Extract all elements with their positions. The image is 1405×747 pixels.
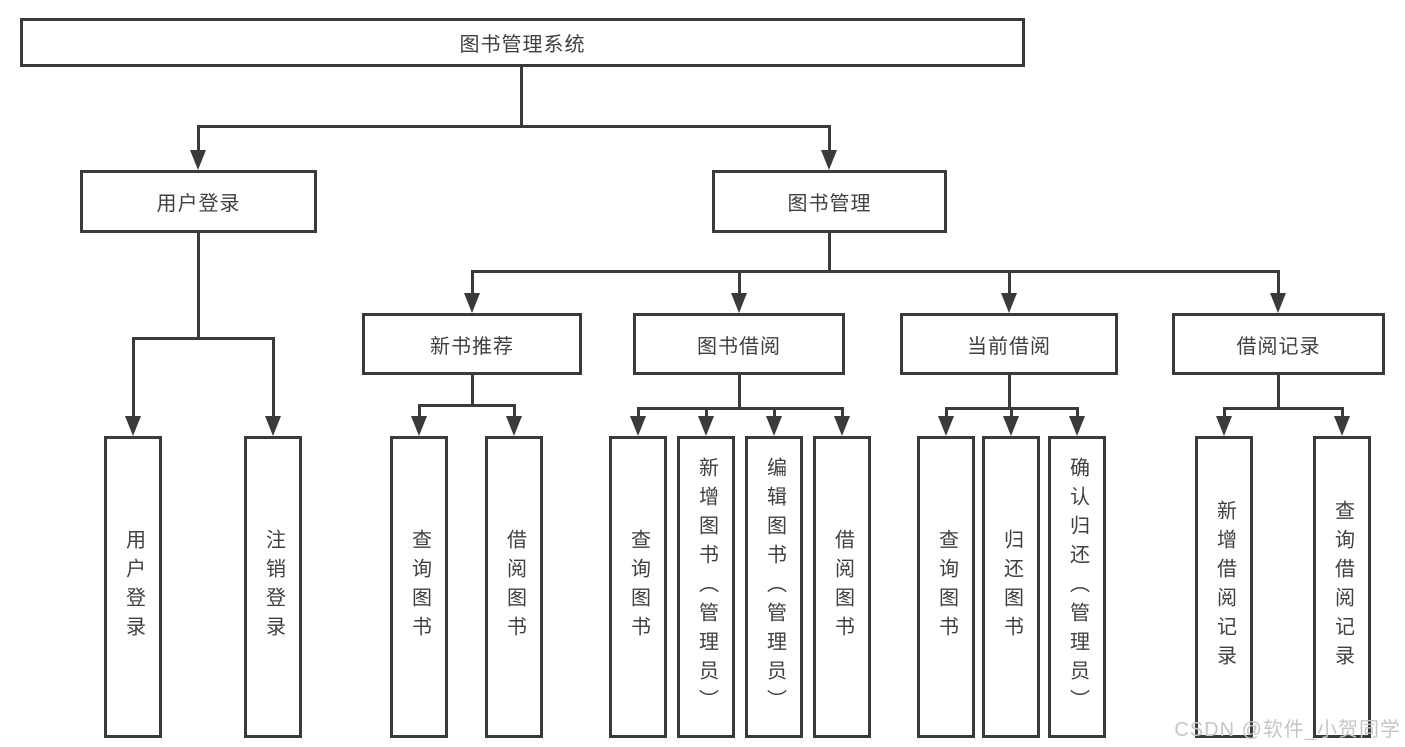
arrow-down-icon xyxy=(731,293,747,313)
leaf-current-return-books-label: 归还图书 xyxy=(1000,529,1023,645)
arrow-down-icon xyxy=(265,416,281,436)
arrow-down-icon xyxy=(1003,416,1019,436)
arrow-down-icon xyxy=(766,416,782,436)
connector-book-management-trunk xyxy=(828,233,831,273)
node-user-login-label: 用户登录 xyxy=(156,193,241,215)
connector-recommend-trunk xyxy=(471,375,474,404)
connector-to-borrowing-edit xyxy=(773,407,776,420)
connector-root-trunk xyxy=(520,67,523,125)
connector-recommend-branch xyxy=(418,404,516,407)
leaf-borrow-borrow-books: 借阅图书 xyxy=(813,436,871,738)
connector-to-current-query xyxy=(945,407,948,420)
leaf-current-query-books-label: 查询图书 xyxy=(935,529,958,645)
leaf-records-add-record: 新增借阅记录 xyxy=(1195,436,1253,738)
connector-to-borrowing-add xyxy=(705,407,708,420)
node-root-label: 图书管理系统 xyxy=(459,34,586,56)
connector-borrowing-trunk xyxy=(738,375,741,407)
leaf-current-query-books: 查询图书 xyxy=(917,436,975,738)
connector-to-book-borrowing xyxy=(738,270,741,298)
connector-to-recommend-query xyxy=(418,404,421,420)
connector-user-login-trunk xyxy=(197,233,200,337)
connector-to-borrowing-query xyxy=(637,407,640,420)
leaf-user-login-label: 用户登录 xyxy=(122,529,145,645)
leaf-logout: 注销登录 xyxy=(244,436,302,738)
leaf-current-confirm-return-admin: 确认归还（管理员） xyxy=(1048,436,1106,738)
node-user-login: 用户登录 xyxy=(80,170,317,233)
arrow-down-icon xyxy=(411,416,427,436)
arrow-down-icon xyxy=(1334,416,1350,436)
node-borrowing-records-label: 借阅记录 xyxy=(1236,335,1321,358)
connector-to-records-query xyxy=(1341,407,1344,420)
leaf-records-query-record-label: 查询借阅记录 xyxy=(1331,500,1354,674)
connector-root-branch xyxy=(197,125,831,128)
arrow-down-icon xyxy=(1069,416,1085,436)
leaf-recommend-query-books: 查询图书 xyxy=(390,436,448,738)
leaf-current-confirm-return-admin-label: 确认归还（管理员） xyxy=(1066,456,1089,718)
node-book-management-label: 图书管理 xyxy=(787,193,872,215)
arrow-down-icon xyxy=(125,416,141,436)
leaf-recommend-borrow-books: 借阅图书 xyxy=(485,436,543,738)
node-book-management: 图书管理 xyxy=(712,170,947,233)
arrow-down-icon xyxy=(464,293,480,313)
arrow-down-icon xyxy=(506,416,522,436)
connector-to-book-management xyxy=(828,125,831,155)
arrow-down-icon xyxy=(1270,293,1286,313)
node-book-borrowing: 图书借阅 xyxy=(633,313,845,375)
connector-to-recommend-borrow xyxy=(513,404,516,420)
leaf-borrow-add-books-admin-label: 新增图书（管理员） xyxy=(695,456,718,718)
connector-to-leaf-user-login xyxy=(132,337,135,419)
leaf-recommend-borrow-books-label: 借阅图书 xyxy=(503,529,526,645)
arrow-down-icon xyxy=(938,416,954,436)
node-current-borrowing-label: 当前借阅 xyxy=(967,335,1051,358)
connector-user-login-branch xyxy=(132,337,275,340)
leaf-borrow-query-books: 查询图书 xyxy=(609,436,667,738)
connector-to-new-book-recommend xyxy=(471,270,474,298)
leaf-borrow-edit-books-admin: 编辑图书（管理员） xyxy=(745,436,803,738)
node-new-book-recommend-label: 新书推荐 xyxy=(430,335,514,358)
arrow-down-icon xyxy=(698,416,714,436)
watermark: CSDN @软件_小贺同学 xyxy=(1174,719,1401,741)
connector-to-current-confirm xyxy=(1076,407,1079,420)
node-new-book-recommend: 新书推荐 xyxy=(362,313,582,375)
leaf-logout-label: 注销登录 xyxy=(262,529,285,645)
connector-to-leaf-logout xyxy=(272,337,275,419)
node-root: 图书管理系统 xyxy=(20,18,1025,67)
connector-to-records-add xyxy=(1223,407,1226,420)
connector-to-current-return xyxy=(1010,407,1013,420)
arrow-down-icon xyxy=(1216,416,1232,436)
leaf-recommend-query-books-label: 查询图书 xyxy=(408,529,431,645)
leaf-records-query-record: 查询借阅记录 xyxy=(1313,436,1371,738)
leaf-user-login: 用户登录 xyxy=(104,436,162,738)
arrow-down-icon xyxy=(630,416,646,436)
leaf-records-add-record-label: 新增借阅记录 xyxy=(1213,500,1236,674)
connector-book-management-branch xyxy=(471,270,1280,273)
connector-to-borrowing-records xyxy=(1277,270,1280,298)
connector-records-trunk xyxy=(1277,375,1280,407)
connector-to-user-login xyxy=(197,125,200,155)
node-book-borrowing-label: 图书借阅 xyxy=(697,335,781,358)
connector-borrowing-branch xyxy=(637,407,844,410)
arrow-down-icon xyxy=(1001,293,1017,313)
leaf-borrow-borrow-books-label: 借阅图书 xyxy=(831,529,854,645)
node-current-borrowing: 当前借阅 xyxy=(900,313,1118,375)
arrow-down-icon xyxy=(821,150,837,170)
leaf-borrow-edit-books-admin-label: 编辑图书（管理员） xyxy=(763,456,786,718)
connector-to-current-borrowing xyxy=(1008,270,1011,298)
leaf-borrow-add-books-admin: 新增图书（管理员） xyxy=(677,436,735,738)
leaf-current-return-books: 归还图书 xyxy=(982,436,1040,738)
connector-to-borrowing-borrow xyxy=(841,407,844,420)
connector-current-trunk xyxy=(1008,375,1011,407)
connector-records-branch xyxy=(1223,407,1344,410)
node-borrowing-records: 借阅记录 xyxy=(1172,313,1385,375)
arrow-down-icon xyxy=(190,150,206,170)
leaf-borrow-query-books-label: 查询图书 xyxy=(627,529,650,645)
arrow-down-icon xyxy=(834,416,850,436)
